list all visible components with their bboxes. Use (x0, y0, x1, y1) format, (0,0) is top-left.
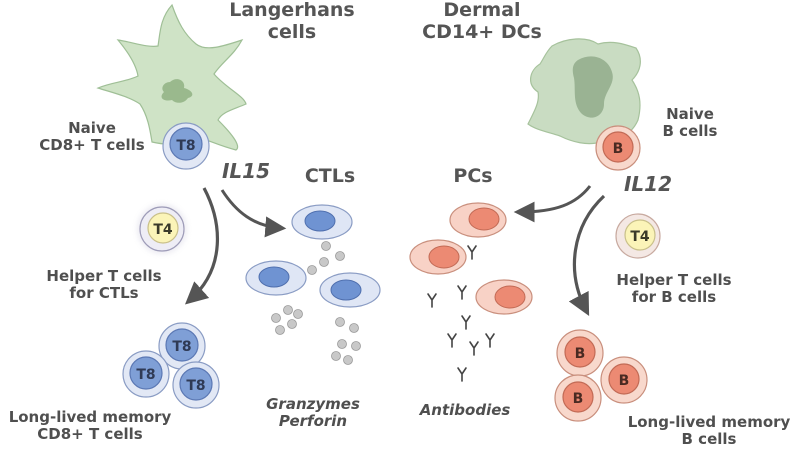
plasma-cells (409, 202, 533, 315)
memory-cd8-label-line2: CD8+ T cells (37, 425, 143, 444)
langerhans-title-line1: Langerhans (229, 0, 355, 21)
memory-cd8-cell: T8 (122, 350, 170, 398)
bcell-label: B (613, 141, 624, 157)
arrow-naive-to-ctl (220, 189, 287, 238)
t4-label-left: T4 (153, 222, 173, 238)
arrow-naive-b-to-pc (513, 185, 592, 223)
memory-b-label-line1: Long-lived memory (627, 413, 791, 431)
dermal-dc-title-line1: Dermal (443, 0, 521, 21)
plasma-cell (475, 279, 533, 315)
naive-cd8-label-line2: CD8+ T cells (39, 136, 145, 155)
memory-b-label: Long-lived memory B cells (618, 413, 800, 449)
arrow-naive-to-memory (184, 187, 219, 305)
antibodies (427, 245, 495, 382)
helper-t4-cell-left: T4 (138, 205, 186, 253)
langerhans-title-line2: cells (267, 20, 317, 43)
memory-b-cells: B B B (554, 329, 648, 422)
memory-cd8-label-line1: Long-lived memory (8, 408, 172, 426)
naive-b-label-line2: B cells (662, 122, 718, 141)
naive-b-label-line1: Naive (666, 105, 714, 123)
memory-b-cell: B (554, 374, 602, 422)
memory-cd8-cell: T8 (172, 361, 220, 409)
antibodies-label: Antibodies (419, 401, 511, 419)
ctl-cell (319, 272, 381, 308)
dermal-cd14-dc (527, 38, 641, 145)
t4-label-right: T4 (630, 229, 650, 245)
helper-b-label-line2: for B cells (631, 288, 717, 307)
helper-t4-cell-right: T4 (615, 213, 661, 259)
granzymes-label: Granzymes (266, 395, 360, 413)
dermal-dc-title: Dermal CD14+ DCs (404, 0, 560, 44)
memory-cd8-label: Long-lived memory CD8+ T cells (0, 408, 180, 444)
helper-b-label-line1: Helper T cells (616, 271, 732, 289)
naive-cd8-label: Naive CD8+ T cells (30, 119, 154, 155)
memory-cd8-label: T8 (136, 367, 155, 383)
memory-b-label-line2: B cells (681, 430, 737, 449)
arrow-naive-b-to-memory (568, 194, 606, 316)
helper-ctl-label: Helper T cells for CTLs (36, 267, 172, 303)
perforin-label: Perforin (278, 412, 348, 431)
granzyme-granules (271, 241, 361, 365)
helper-ctl-label-line2: for CTLs (69, 284, 139, 303)
ctl-cells (245, 204, 381, 308)
naive-b-cell: B (595, 125, 641, 171)
memory-b-label: B (575, 346, 586, 362)
helper-ctl-label-line1: Helper T cells (46, 267, 162, 285)
pcs-label: PCs (453, 165, 493, 187)
memory-b-label: B (619, 373, 630, 389)
il15-label: IL15 (221, 159, 271, 183)
plasma-cell (409, 239, 467, 275)
memory-cd8-cell: T8 (158, 322, 206, 370)
memory-b-label: B (573, 391, 584, 407)
cd8-label: T8 (176, 138, 195, 154)
memory-cd8-label: T8 (186, 378, 205, 394)
langerhans-title: Langerhans cells (212, 0, 372, 44)
ctls-label: CTLs (304, 165, 356, 187)
il12-label: IL12 (623, 172, 673, 196)
plasma-cell (449, 202, 507, 238)
helper-b-label: Helper T cells for B cells (606, 271, 742, 307)
memory-cd8-cells: T8 T8 T8 (122, 322, 220, 409)
memory-cd8-label: T8 (172, 339, 191, 355)
memory-b-cell: B (556, 329, 604, 377)
ctl-cell (291, 204, 353, 240)
granzymes-perforin-label: Granzymes Perforin (258, 395, 368, 431)
naive-cd8-t-cell: T8 (162, 122, 210, 170)
memory-b-cell: B (600, 356, 648, 404)
dermal-dc-title-line2: CD14+ DCs (422, 20, 542, 43)
ctl-cell (245, 260, 307, 296)
naive-b-label: Naive B cells (648, 105, 732, 141)
naive-cd8-label-line1: Naive (68, 119, 116, 137)
